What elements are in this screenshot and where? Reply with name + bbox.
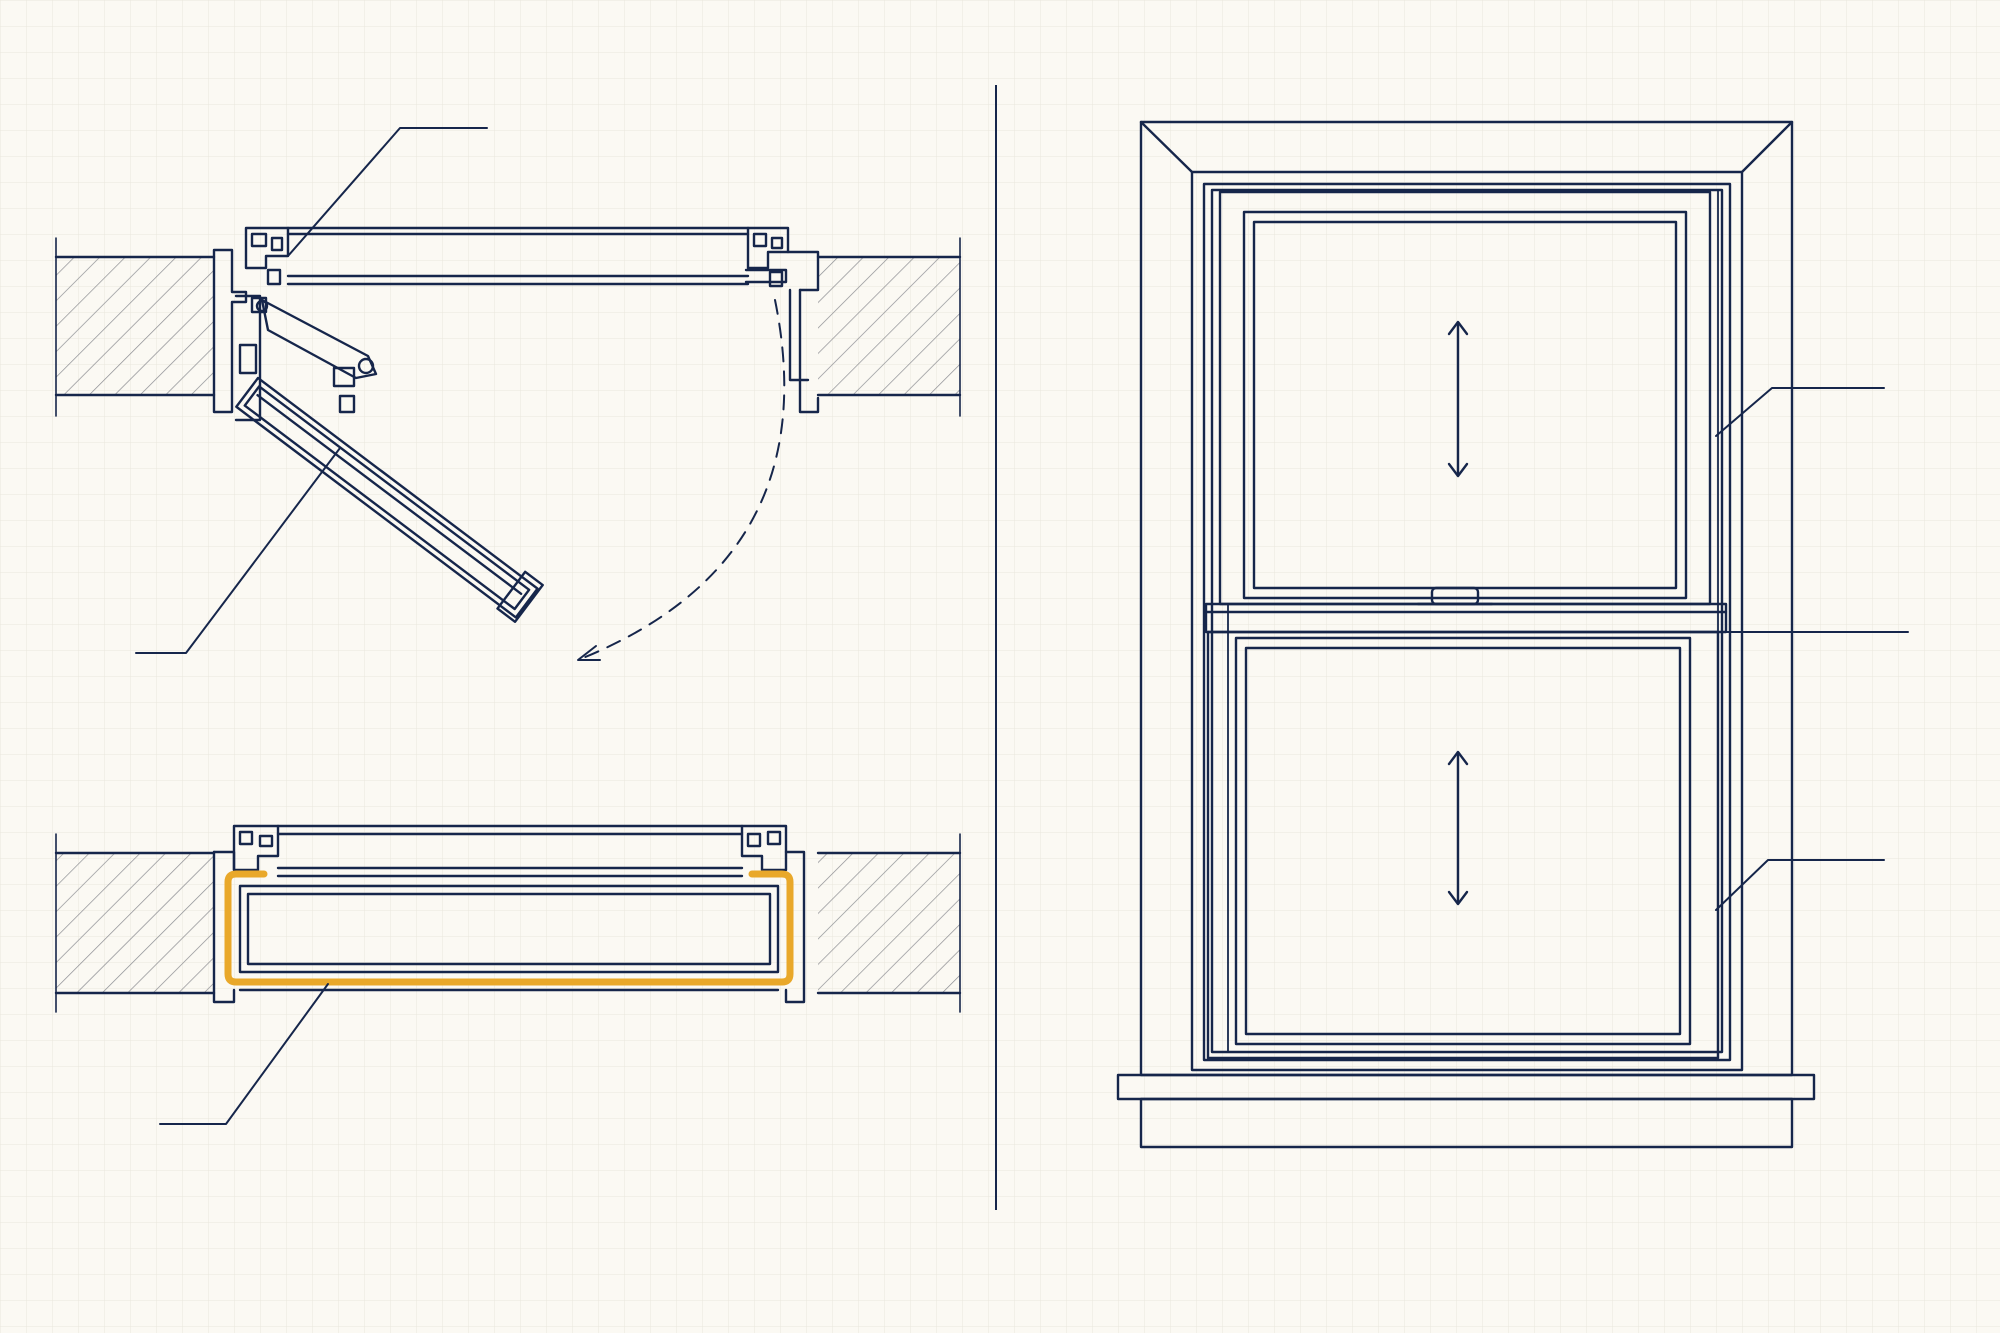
hinge-arm xyxy=(250,296,378,414)
wall-section-right-2 xyxy=(816,833,962,1013)
sash-lock xyxy=(1416,586,1494,606)
wall-section-left-2 xyxy=(54,833,216,1013)
gasket-highlight xyxy=(224,870,794,986)
casement-plan-view xyxy=(54,127,962,661)
frame-jamb-right xyxy=(744,226,820,414)
fixed-plan-view xyxy=(54,824,962,1125)
wall-section-left xyxy=(54,237,216,417)
window-frame xyxy=(1202,182,1732,1062)
frame-right-2 xyxy=(740,824,806,1004)
window-sill xyxy=(1116,1073,1816,1149)
frame-jamb-left xyxy=(212,226,290,422)
lower-sash-arrow xyxy=(1447,750,1469,906)
swing-arrowhead xyxy=(577,645,601,661)
leader-line-jamb-upper xyxy=(1715,387,1885,437)
leader-line-frame xyxy=(287,127,488,257)
swing-arc xyxy=(577,299,786,661)
fixed-glazing-strip xyxy=(286,226,750,286)
top-glazing-2 xyxy=(276,824,744,878)
leader-line-gasket xyxy=(159,983,329,1125)
open-casement-sash xyxy=(235,376,544,623)
double-hung-elevation xyxy=(1116,120,1909,1149)
glass-unit-2 xyxy=(238,884,780,992)
upper-sash-arrow xyxy=(1447,320,1469,478)
leader-line-sash xyxy=(135,447,341,654)
leader-line-jamb-lower xyxy=(1715,859,1885,911)
upper-sash xyxy=(1218,190,1712,606)
wall-section-right xyxy=(816,237,962,417)
